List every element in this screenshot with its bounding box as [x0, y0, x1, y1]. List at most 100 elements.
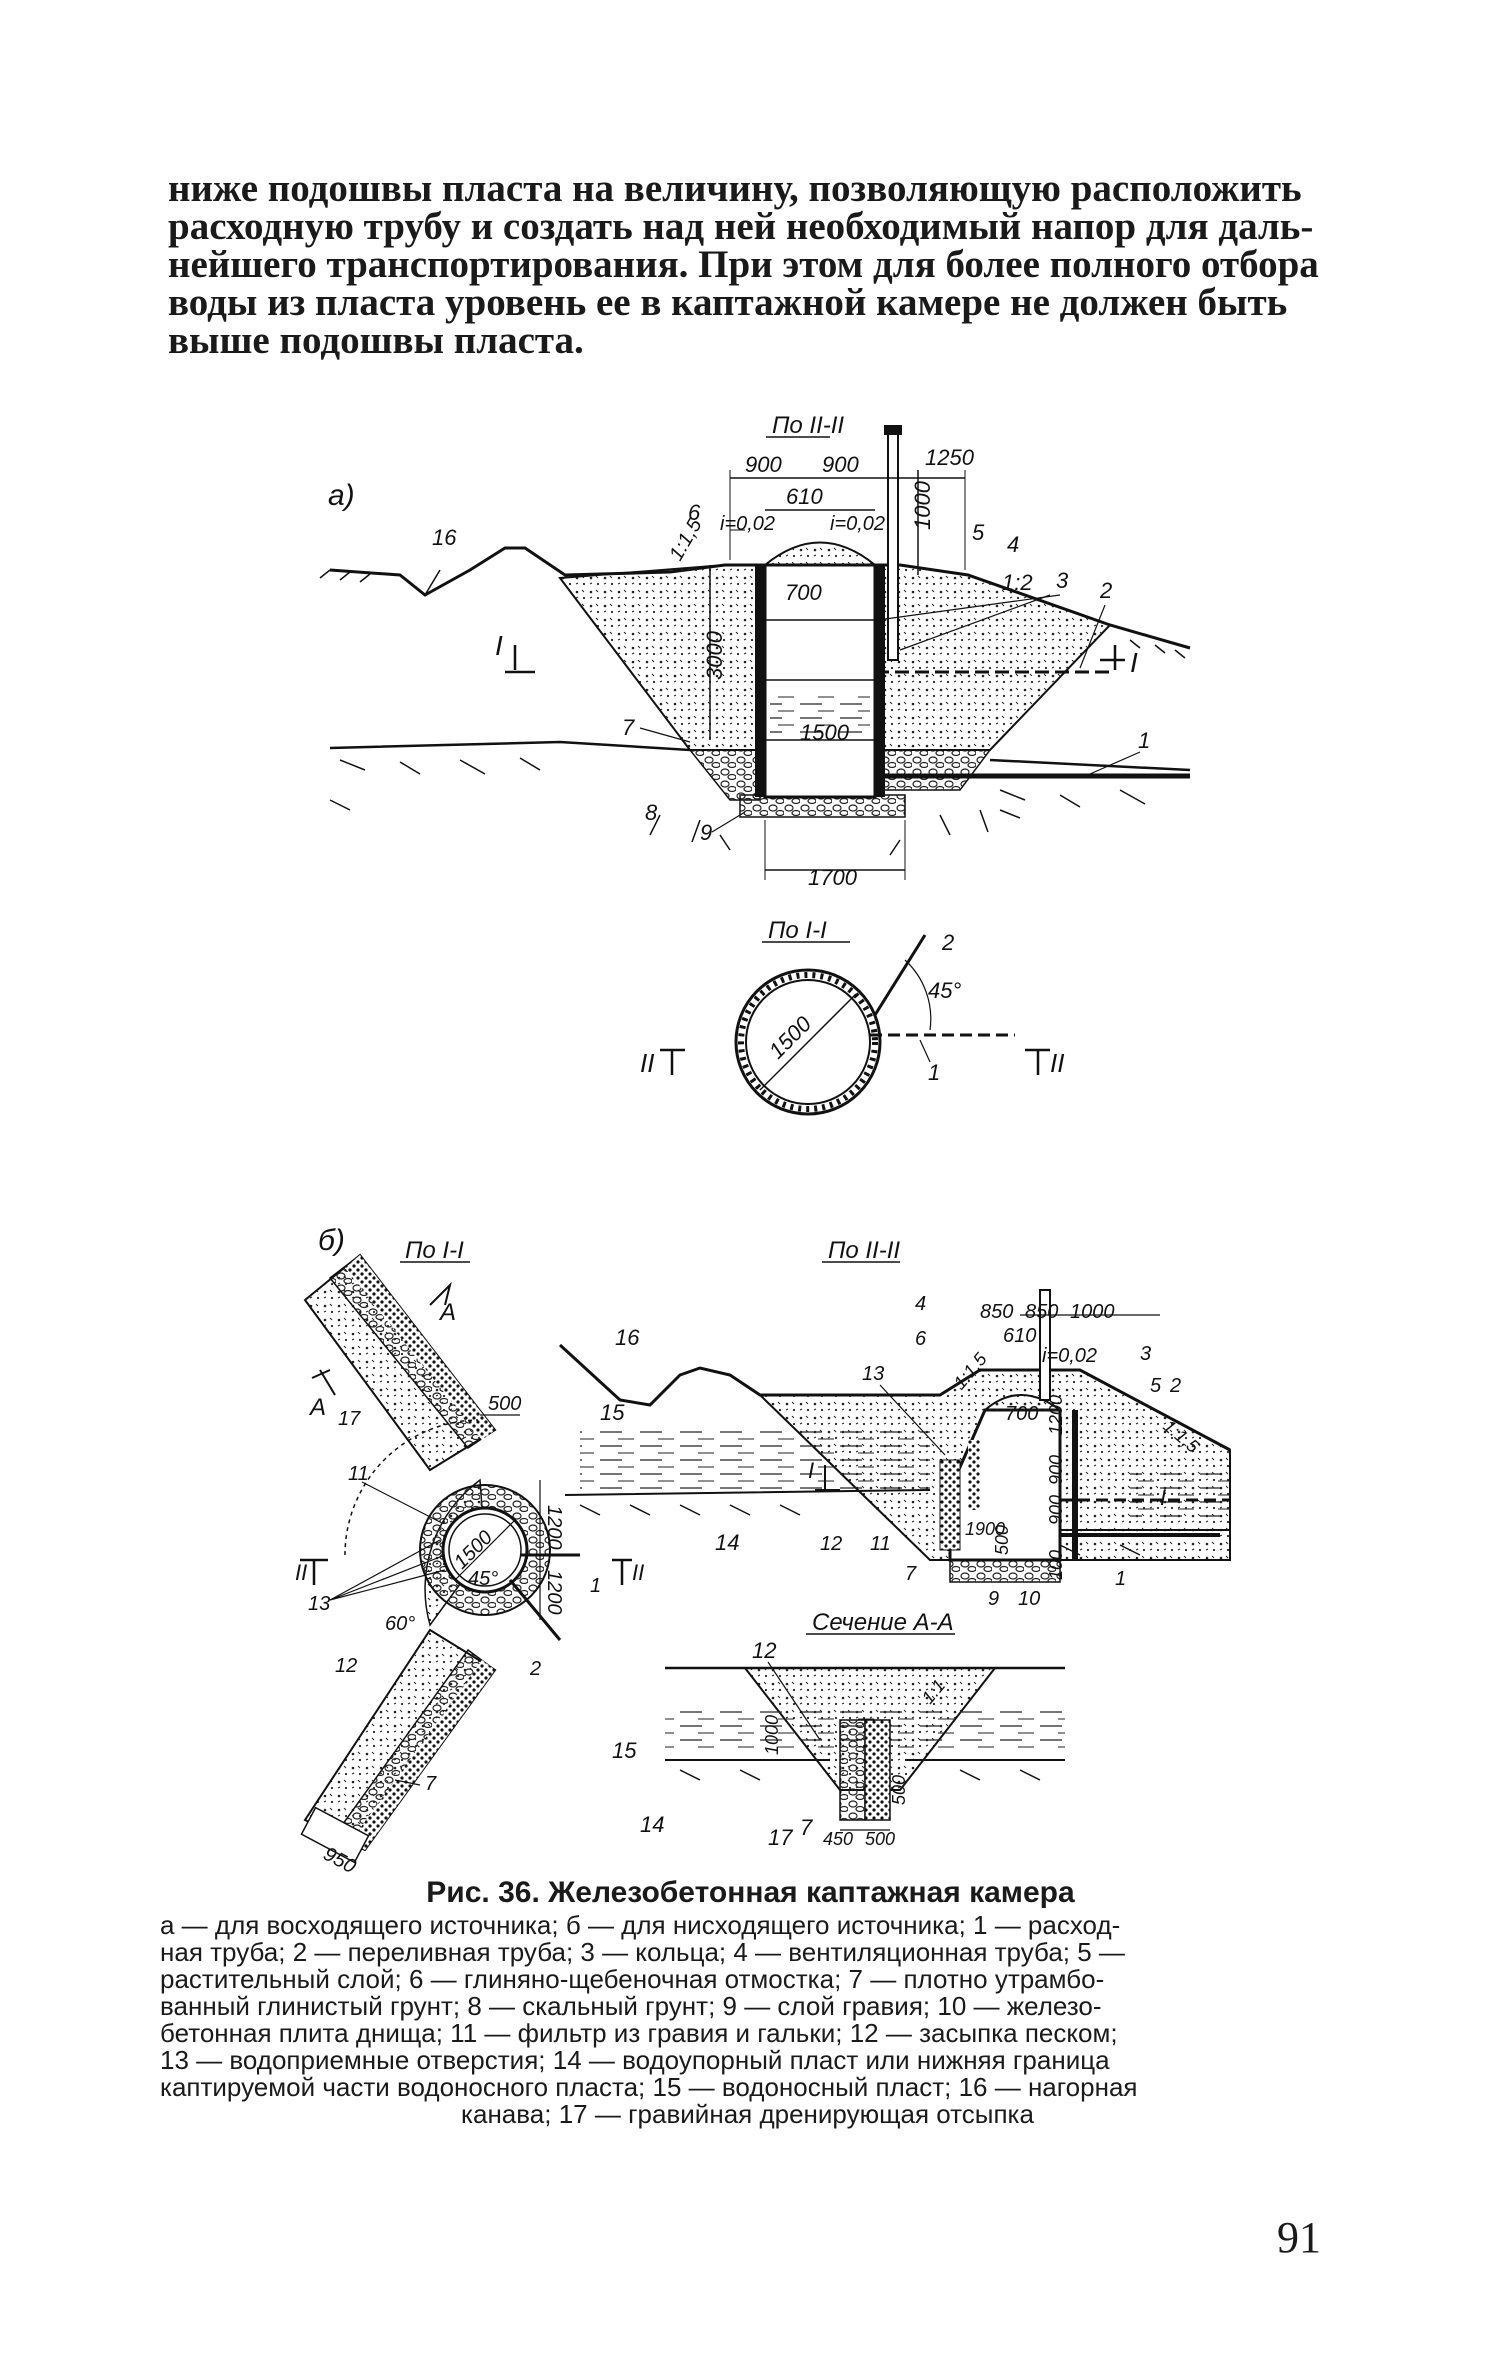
cut-mark-i-right: I [1130, 647, 1138, 678]
sec-b-callout-3: 3 [1140, 1343, 1151, 1365]
sec-b-dim-1200: 1200 [1046, 1395, 1066, 1435]
sec-b-dim-850a: 850 [980, 1301, 1013, 1323]
legend-line: бетонная плита днища; 11 — фильтр из гра… [160, 2018, 1118, 2048]
callout-6: 6 [688, 500, 701, 525]
dim-610: 610 [786, 484, 823, 509]
dim-1700: 1700 [808, 865, 858, 890]
figure-b-section: По II-II 850 850 1000 [558, 1237, 1231, 1610]
sec-b-callout-11: 11 [870, 1533, 891, 1555]
plan-b-dim-1200a: 1200 [543, 1505, 565, 1550]
page-number: 91 [1277, 2213, 1321, 2262]
plan-angle-45: 45° [928, 978, 961, 1003]
plan-b-callout-2: 2 [529, 1658, 541, 1680]
plan-callout-1: 1 [928, 1060, 940, 1085]
legend-line: 13 — водоприемные отверстия; 14 — водоуп… [160, 2045, 1110, 2075]
sec-b-callout-4: 4 [915, 1293, 926, 1315]
sec-b-callout-16: 16 [615, 1325, 640, 1350]
dim-3000: 3000 [702, 630, 727, 680]
plan-b-callout-7: 7 [425, 1773, 437, 1795]
sec-b-dim-700: 700 [1005, 1403, 1038, 1425]
paragraph-line: ниже подошвы пласта на величину, позволя… [168, 167, 1302, 210]
legend-line: а — для восходящего источника; б — для н… [160, 1910, 1121, 1940]
callout-5: 5 [972, 520, 985, 545]
legend-line: ванный глинистый грунт; 8 — скальный гру… [160, 1991, 1102, 2021]
figure-b-section-aa-title: Сечение А-А [812, 1609, 954, 1636]
sec-b-callout-5: 5 [1150, 1375, 1162, 1397]
plan-b-cut-a1: А [438, 1299, 456, 1326]
figure-a-panel-label: а) [328, 479, 355, 512]
slope-left-i: i=0,02 [720, 513, 775, 535]
paragraph-line: нейшего транспортирования. При этом для … [168, 243, 1319, 286]
aa-dim-500b: 500 [889, 1775, 909, 1805]
plan-b-angle-60: 60° [385, 1613, 415, 1635]
figure-a-plan: По I-I 1500 45° 2 1 II II [640, 917, 1064, 1116]
sec-b-dim-100: 100 [1046, 1550, 1066, 1580]
sec-b-dim-500: 500 [992, 1525, 1012, 1555]
sec-b-dim-900b: 900 [1046, 1495, 1066, 1525]
sec-b-callout-2: 2 [1169, 1375, 1181, 1397]
legend-line: растительный слой; 6 — глиняно-щебеночна… [160, 1964, 1105, 1994]
plan-b-callout-11: 11 [348, 1463, 369, 1485]
callout-4: 4 [1007, 532, 1019, 557]
plan-b-callout-1: 1 [590, 1575, 601, 1597]
figure-b-plan-title: По I-I [405, 1237, 464, 1264]
sec-b-callout-6: 6 [915, 1328, 927, 1350]
slope-right: 1:2 [1002, 570, 1033, 595]
callout-2: 2 [1099, 578, 1112, 603]
callout-1: 1 [1138, 728, 1150, 753]
figure-b-section-aa: Сечение А-А 450 500 1000 500 1:1 12 15 1… [612, 1609, 1065, 1850]
sec-b-callout-13: 13 [862, 1363, 884, 1385]
figure-b-plan: б) По I-I 1500 45° 1200 [295, 1224, 644, 1878]
sec-b-cut-i-left: I [808, 1458, 814, 1483]
aa-callout-14: 14 [640, 1812, 664, 1837]
figure-legend: а — для восходящего источника; б — для н… [160, 1912, 1335, 2128]
sec-b-callout-9: 9 [988, 1588, 999, 1610]
callout-7: 7 [622, 715, 635, 740]
cut-mark-ii-left: II [640, 1048, 654, 1078]
sec-b-dim-1000: 1000 [1070, 1301, 1115, 1323]
dim-900-right: 900 [822, 452, 859, 477]
aa-callout-12: 12 [752, 1638, 776, 1663]
sec-b-dim-900: 900 [1046, 1455, 1066, 1485]
figure-a-plan-title: По I-I [768, 917, 827, 944]
aa-dim-500: 500 [865, 1829, 895, 1849]
sec-b-slope-i: i=0,02 [1042, 1345, 1097, 1367]
sec-b-callout-1: 1 [1115, 1568, 1126, 1590]
sec-b-callout-7: 7 [905, 1563, 917, 1585]
aa-callout-17: 17 [768, 1825, 793, 1850]
figure-a-section: а) По II-II [319, 412, 1191, 890]
sec-b-callout-10: 10 [1018, 1588, 1040, 1610]
callout-9: 9 [700, 820, 712, 845]
sec-b-callout-12: 12 [820, 1533, 842, 1555]
sec-b-dim-1900: 1900 [965, 1519, 1005, 1539]
callout-3: 3 [1056, 568, 1069, 593]
dim-700: 700 [785, 580, 822, 605]
paragraph-line: расходную трубу и создать над ней необхо… [168, 205, 1314, 248]
plan-b-callout-17: 17 [338, 1408, 361, 1430]
plan-b-angle-45: 45° [468, 1568, 498, 1590]
sec-b-dim-850b: 850 [1025, 1301, 1058, 1323]
aa-callout-7: 7 [800, 1815, 813, 1840]
dim-1250: 1250 [925, 445, 975, 470]
plan-b-callout-13: 13 [308, 1593, 330, 1615]
figure-b-section-title: По II-II [828, 1237, 900, 1264]
slope-right-i: i=0,02 [830, 513, 885, 535]
plan-b-cut-ii-left: II [295, 1560, 307, 1585]
paragraph-line: воды из пласта уровень ее в каптажной ка… [168, 281, 1288, 324]
sec-b-callout-14: 14 [715, 1530, 739, 1555]
sec-b-callout-15: 15 [600, 1400, 625, 1425]
body-paragraph: ниже подошвы пласта на величину, позволя… [168, 167, 1338, 360]
slope-left: 1:1,5 [665, 514, 707, 564]
plan-b-callout-12: 12 [335, 1655, 357, 1677]
cut-mark-ii-right: II [1050, 1048, 1064, 1078]
sec-b-cut-i-right: I [1160, 1485, 1166, 1510]
legend-line: ная труба; 2 — переливная труба; 3 — кол… [160, 1937, 1125, 1967]
plan-dim-1500: 1500 [764, 1011, 817, 1064]
aa-callout-15: 15 [612, 1738, 637, 1763]
sec-b-dim-610: 610 [1003, 1325, 1036, 1347]
figure-caption-title: Рис. 36. Железобетонная каптажная камера [426, 1876, 1075, 1909]
plan-callout-2: 2 [941, 930, 954, 955]
dim-1500: 1500 [800, 720, 850, 745]
